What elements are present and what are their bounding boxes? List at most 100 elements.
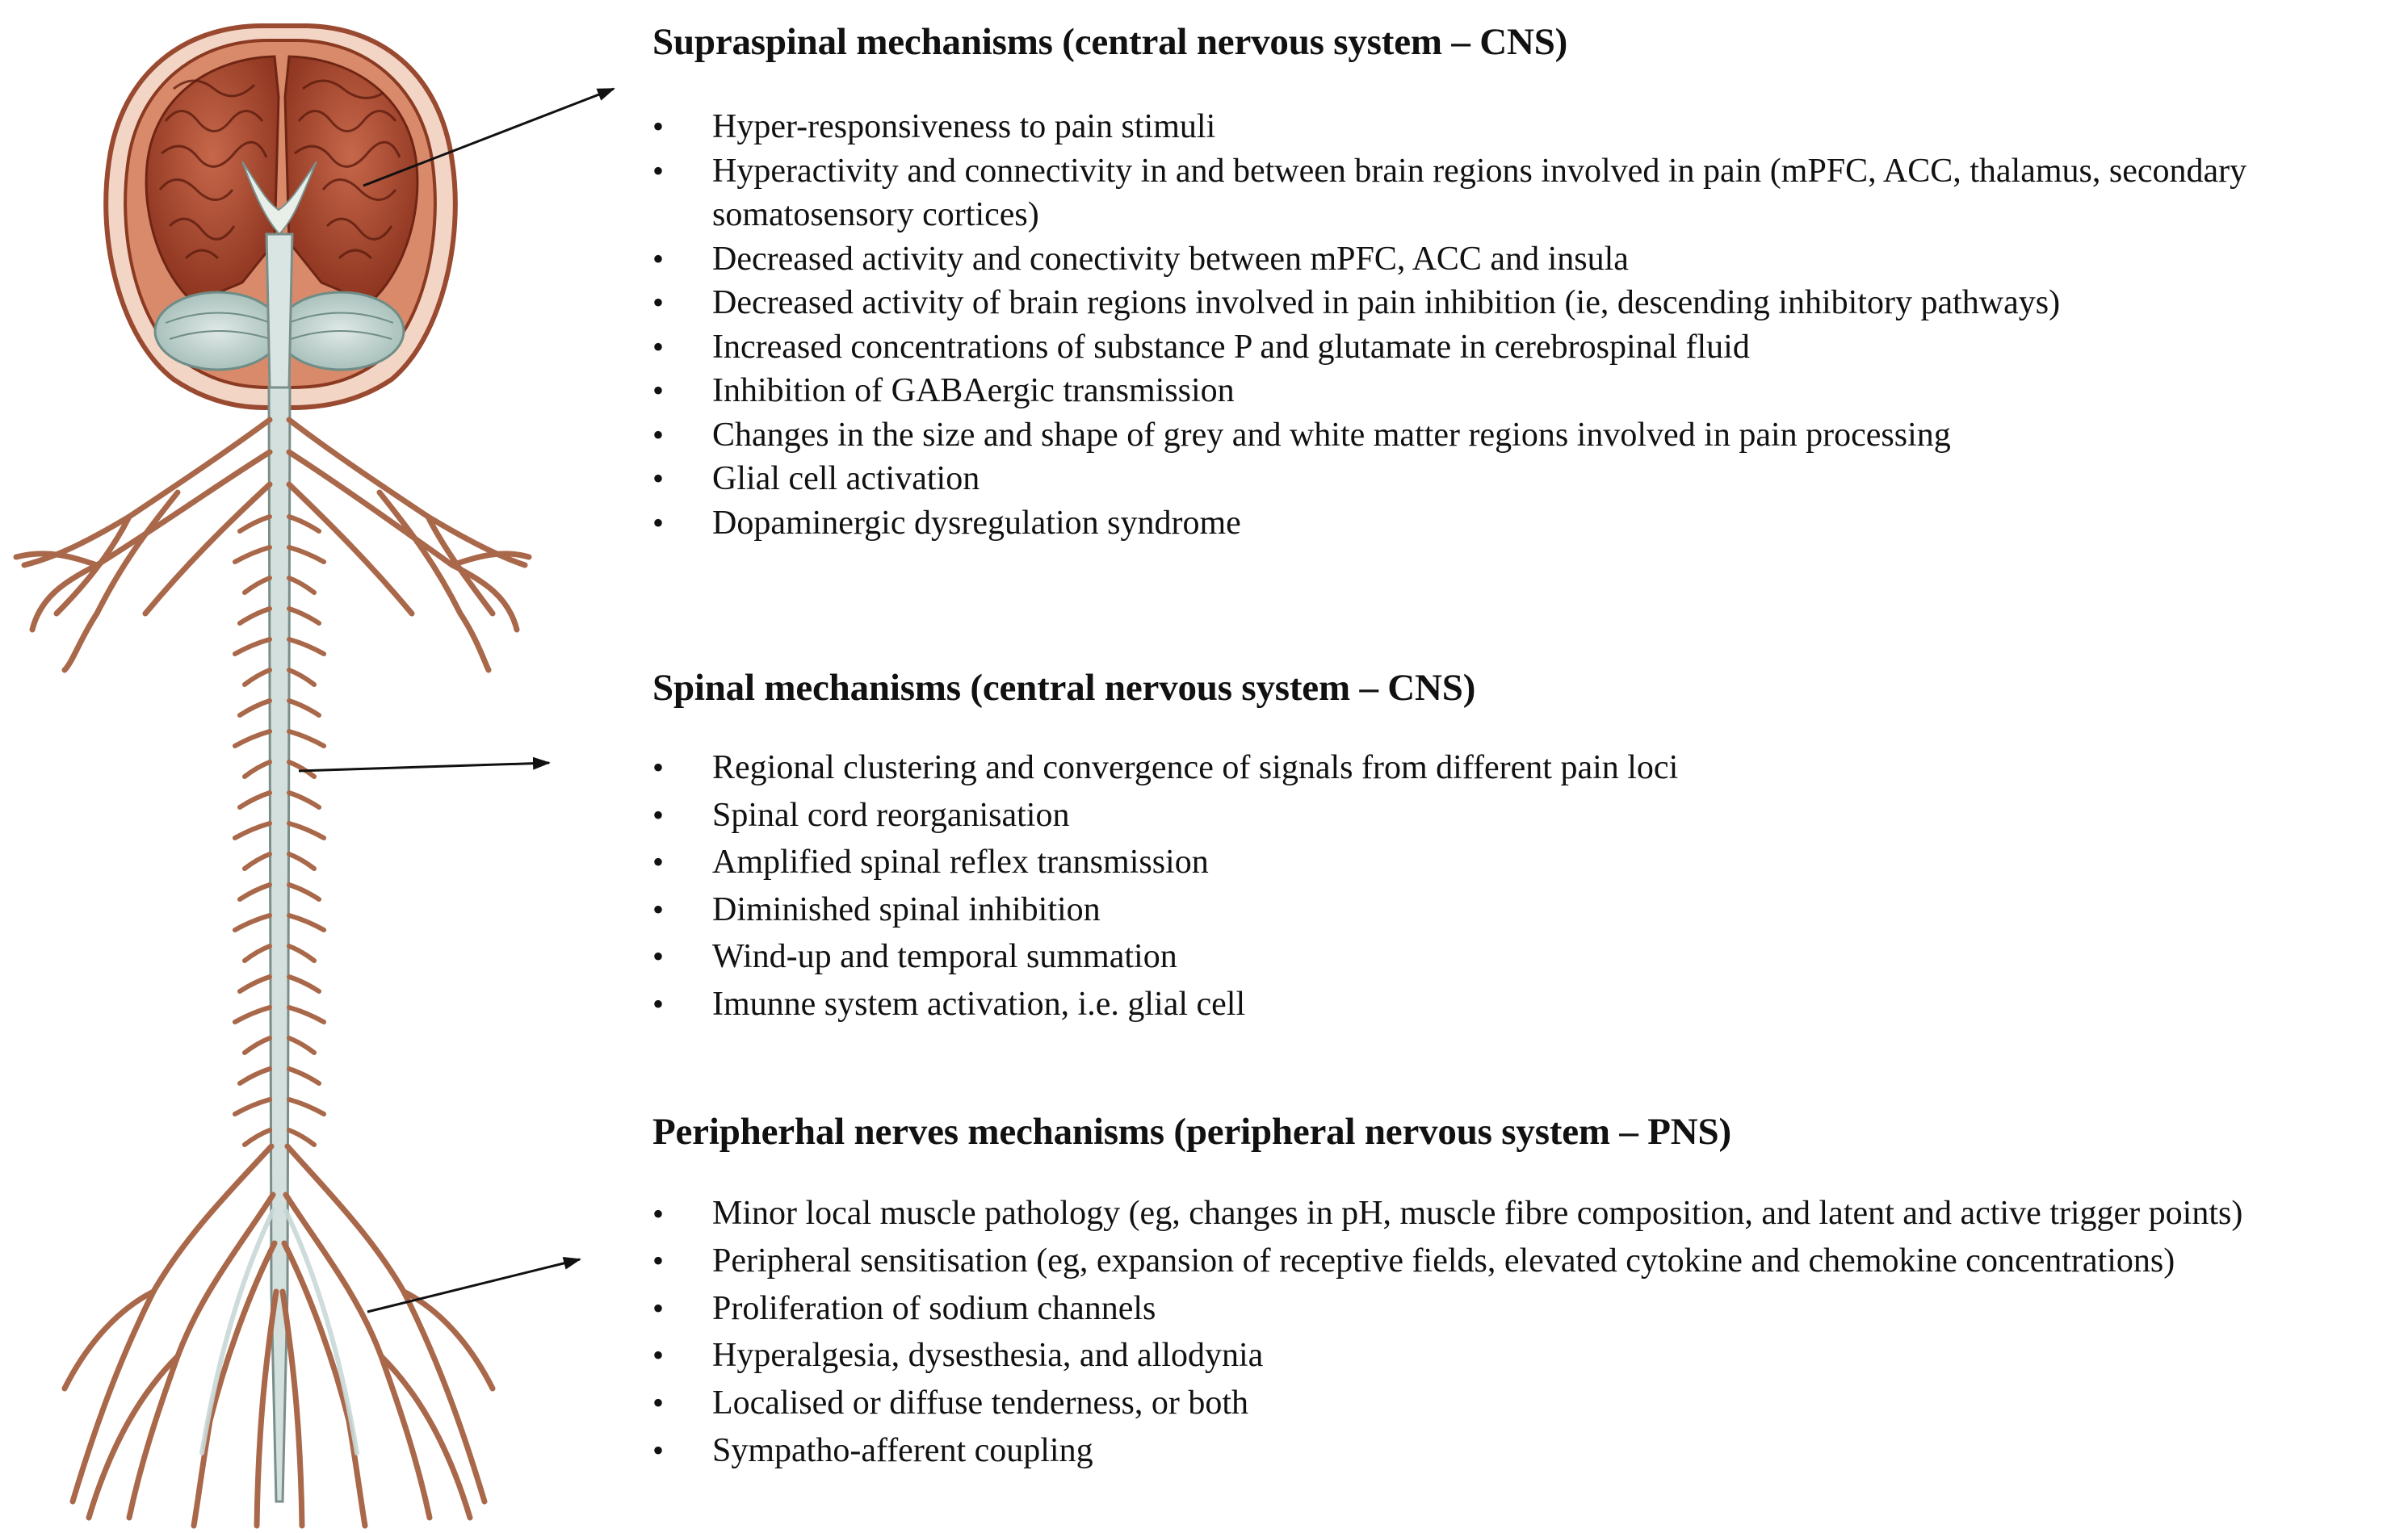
bullet: •: [652, 372, 665, 408]
nerve-root-left: [232, 1005, 272, 1024]
list-item: •Spinal cord reorganisation: [652, 792, 2392, 840]
list-item: •Proliferation of sodium channels: [652, 1285, 2392, 1333]
list-item: •Dopaminergic dysregulation syndrome: [652, 501, 2392, 546]
nerve-root-left: [241, 668, 272, 687]
bullet: •: [652, 844, 665, 880]
section-title: Peripherhal nerves mechanisms (periphera…: [652, 1111, 1731, 1153]
nerve-root-left: [237, 606, 272, 626]
list-item: •Wind-up and temporal summation: [652, 933, 2392, 981]
nerve-root-left: [237, 1066, 272, 1086]
nerve-root-left: [232, 913, 272, 932]
item-list: •Regional clustering and convergence of …: [652, 744, 2392, 1028]
nerve-root-right: [287, 698, 322, 718]
nerve-root-right: [287, 545, 327, 564]
list-item: •Diminished spinal inhibition: [652, 886, 2392, 934]
peripheral-section: Peripherhal nerves mechanisms (periphera…: [652, 1108, 2392, 1475]
nerve-root-right: [287, 821, 327, 840]
nerve-root-right: [287, 1097, 327, 1116]
list-item: •Increased concentrations of substance P…: [652, 325, 2392, 370]
nerve-root-left: [241, 576, 272, 595]
bullet: •: [652, 240, 665, 277]
cerebellum: [153, 232, 405, 389]
nerve-root-left: [237, 514, 272, 534]
nerve-root-right: [287, 882, 322, 902]
list-item: •Amplified spinal reflex transmission: [652, 839, 2392, 886]
bullet: •: [652, 938, 665, 974]
nerve-root-right: [287, 913, 327, 932]
list-item: •Localised or diffuse tenderness, or bot…: [652, 1380, 2392, 1427]
bullet: •: [652, 108, 665, 145]
list-item: •Changes in the size and shape of grey a…: [652, 413, 2392, 458]
bullet: •: [652, 284, 665, 320]
nerve-root-left: [232, 729, 272, 748]
section-title: Spinal mechanisms (central nervous syste…: [652, 667, 1476, 709]
list-item: •Regional clustering and convergence of …: [652, 744, 2392, 792]
spinal-nerve-roots: [232, 514, 327, 1147]
arrow-supraspinal: [363, 87, 615, 187]
list-item: •Hyperalgesia, dysesthesia, and allodyni…: [652, 1332, 2392, 1380]
nerve-root-right: [287, 760, 317, 779]
nerve-root-right: [287, 974, 322, 994]
nerve-root-left: [241, 944, 272, 963]
list-item: •Inhibition of GABAergic transmission: [652, 369, 2392, 413]
list-item: •Imunne system activation, i.e. glial ce…: [652, 981, 2392, 1028]
nerve-root-right: [287, 606, 322, 626]
item-list: •Hyper-responsiveness to pain stimuli •H…: [652, 105, 2392, 545]
nerve-root-left: [241, 1128, 272, 1147]
list-item: •Glial cell activation: [652, 457, 2392, 501]
brain: [145, 55, 419, 304]
bullet: •: [652, 460, 665, 496]
nerve-root-left: [241, 760, 272, 779]
nerve-root-left: [237, 698, 272, 718]
supraspinal-section: Supraspinal mechanisms (central nervous …: [652, 18, 2392, 545]
bullet: •: [652, 985, 665, 1022]
sciatic-nerves: [199, 1208, 359, 1456]
nerve-root-right: [287, 637, 327, 656]
nerve-root-right: [287, 514, 322, 534]
bullet: •: [652, 1242, 665, 1279]
list-item: •Decreased activity of brain regions inv…: [652, 281, 2392, 325]
nerve-root-left: [232, 821, 272, 840]
list-item: •Sympatho-afferent coupling: [652, 1427, 2392, 1475]
nerve-root-right: [287, 1005, 327, 1024]
bullet: •: [652, 416, 665, 453]
list-item: •Decreased activity and conectivity betw…: [652, 237, 2392, 282]
bullet: •: [652, 1337, 665, 1374]
section-title: Supraspinal mechanisms (central nervous …: [652, 21, 1568, 63]
nerve-root-right: [287, 729, 327, 748]
nerve-root-left: [237, 882, 272, 902]
brachial-plexus: [13, 417, 532, 673]
nervous-system-illustration: [13, 23, 532, 1529]
item-list: •Minor local muscle pathology (eg, chang…: [652, 1190, 2392, 1475]
bullet: •: [652, 328, 665, 365]
nerve-root-right: [287, 1066, 322, 1086]
nerve-root-left: [237, 790, 272, 810]
bullet: •: [652, 1289, 665, 1326]
arrow-peripheral: [367, 1257, 581, 1313]
nerve-root-right: [287, 1036, 317, 1055]
nerve-root-right: [287, 668, 317, 687]
nerve-root-left: [232, 545, 272, 564]
nerve-root-left: [237, 974, 272, 994]
bullet: •: [652, 796, 665, 833]
spinal-section: Spinal mechanisms (central nervous syste…: [652, 664, 2392, 1028]
bullet: •: [652, 1431, 665, 1468]
lumbosacral-plexus: [61, 1143, 496, 1529]
bullet: •: [652, 749, 665, 785]
nerve-root-left: [232, 1097, 272, 1116]
nerve-root-left: [241, 1036, 272, 1055]
bullet: •: [652, 504, 665, 541]
nerve-root-right: [287, 576, 317, 595]
list-item: •Minor local muscle pathology (eg, chang…: [652, 1190, 2392, 1238]
bullet: •: [652, 890, 665, 928]
nerve-root-left: [241, 852, 272, 871]
nerve-root-right: [287, 1128, 317, 1147]
spinal-cord: [267, 386, 292, 1503]
arrow-spinal: [298, 756, 551, 773]
bullet: •: [652, 152, 665, 189]
list-item: •Hyperactivity and connectivity in and b…: [652, 149, 2392, 237]
list-item: •Hyper-responsiveness to pain stimuli: [652, 105, 2392, 149]
list-item: •Peripheral sensitisation (eg, expansion…: [652, 1238, 2392, 1285]
